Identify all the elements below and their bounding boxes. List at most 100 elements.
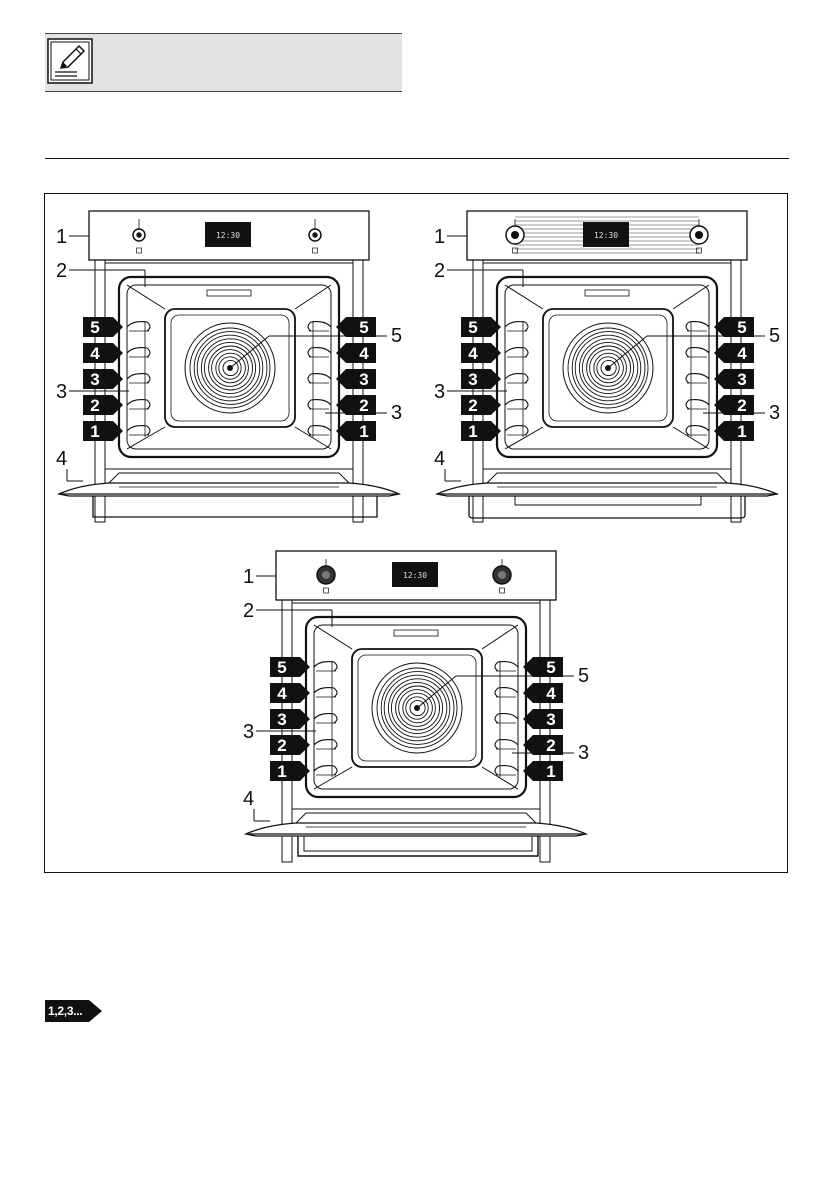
fan-ring	[581, 341, 635, 395]
knob-center	[497, 570, 507, 580]
door-hinge-line	[295, 812, 537, 824]
level-badge-right	[523, 735, 563, 755]
fan-ring	[193, 331, 268, 405]
fan-ring	[578, 338, 639, 398]
rack-rung-right	[685, 321, 710, 332]
rack-rung-left	[313, 765, 338, 776]
level-badge-right	[714, 395, 754, 415]
callout-3-right: 3	[391, 402, 402, 424]
callout-5-drop	[416, 675, 457, 709]
level-badge-left	[83, 343, 123, 363]
level-badge-left-label: 2	[468, 396, 477, 415]
callout-4: 4	[56, 448, 67, 470]
level-badge-left-label: 3	[277, 710, 286, 729]
level-badge-right-label: 3	[359, 370, 368, 389]
rack-rung-right	[494, 713, 519, 724]
perspective-line	[294, 426, 332, 450]
rack-rung-left	[126, 373, 151, 384]
level-badge-right-label: 5	[737, 318, 746, 337]
fan-ring	[405, 696, 429, 720]
callout-3-left: 3	[243, 721, 254, 743]
level-badge-right	[523, 657, 563, 677]
perspective-line	[672, 284, 710, 310]
callout-5: 5	[391, 325, 402, 347]
door-top	[434, 482, 780, 497]
top-element	[584, 289, 630, 297]
level-badge-right	[523, 683, 563, 703]
fan-ring	[387, 678, 448, 738]
fan-ring	[200, 338, 261, 398]
level-badge-left-label: 3	[468, 370, 477, 389]
level-badge-left	[461, 369, 501, 389]
level-badge-right-label: 5	[546, 658, 555, 677]
fan-cover	[562, 322, 654, 414]
note-box	[45, 33, 402, 92]
callout-4: 4	[243, 788, 254, 810]
top-element	[393, 629, 439, 637]
fan-ring	[395, 685, 441, 731]
rack-rung-left	[504, 373, 529, 384]
callout-4: 4	[434, 448, 445, 470]
callout-3-right: 3	[578, 742, 589, 764]
rear-panel	[351, 648, 483, 768]
callout-5: 5	[578, 665, 589, 687]
fan-ring	[196, 334, 264, 402]
fan-ring	[589, 349, 627, 387]
cavity-inner	[504, 284, 710, 450]
cabinet-rail	[352, 259, 364, 523]
door-top	[56, 482, 402, 497]
fan-ring	[574, 334, 642, 402]
level-badge-left-label: 1	[90, 422, 99, 441]
door-lower	[468, 496, 746, 519]
level-badge-right	[523, 709, 563, 729]
knob-symbol-icon	[696, 247, 702, 254]
knob-symbol-icon	[312, 247, 318, 254]
callout-3-left: 3	[56, 381, 67, 403]
cabinet-rail	[539, 599, 551, 863]
door-handle	[303, 836, 533, 852]
knob-center	[510, 230, 520, 240]
top-element	[206, 289, 252, 297]
rack-rung-left	[313, 687, 338, 698]
level-badge-right-label: 3	[737, 370, 746, 389]
level-badge-left-label: 1	[277, 762, 286, 781]
callout-3-left: 3	[434, 381, 445, 403]
level-badge-right	[714, 369, 754, 389]
fan-cover	[371, 662, 463, 754]
level-badge-right	[523, 761, 563, 781]
step-badge-label: 1,2,3...	[48, 1004, 83, 1018]
fan-ring	[203, 341, 257, 395]
knob-symbol-icon	[323, 587, 329, 594]
level-badge-right-label: 4	[737, 344, 747, 363]
rack-rung-left	[126, 425, 151, 436]
level-badge-right-label: 4	[546, 684, 556, 703]
fan-ring	[218, 356, 242, 380]
rack-rung-right	[685, 425, 710, 436]
level-badge-left-label: 5	[90, 318, 99, 337]
level-badge-left	[461, 343, 501, 363]
cavity-frame	[482, 262, 732, 470]
door-lower	[92, 496, 378, 518]
door-hinge-line	[486, 472, 728, 484]
level-badge-left-label: 1	[468, 422, 477, 441]
cavity-inner	[313, 624, 519, 790]
fan-ring	[390, 681, 444, 735]
rack-rung-left	[504, 347, 529, 358]
clock-display-text: 12:30	[403, 571, 427, 580]
perspective-line	[481, 766, 519, 790]
clock-display-text: 12:30	[216, 231, 240, 240]
level-badge-left	[83, 395, 123, 415]
rear-panel	[164, 308, 296, 428]
level-badge-left	[461, 395, 501, 415]
knob-center	[321, 570, 331, 580]
step-arrow-icon	[45, 1000, 102, 1022]
callout-1: 1	[434, 226, 445, 248]
callout-1: 1	[56, 226, 67, 248]
fan-ring	[596, 356, 620, 380]
level-badge-right	[714, 343, 754, 363]
level-badge-right	[336, 343, 376, 363]
fan-ring	[376, 667, 458, 749]
perspective-line	[672, 426, 710, 450]
clock-display	[392, 562, 438, 587]
